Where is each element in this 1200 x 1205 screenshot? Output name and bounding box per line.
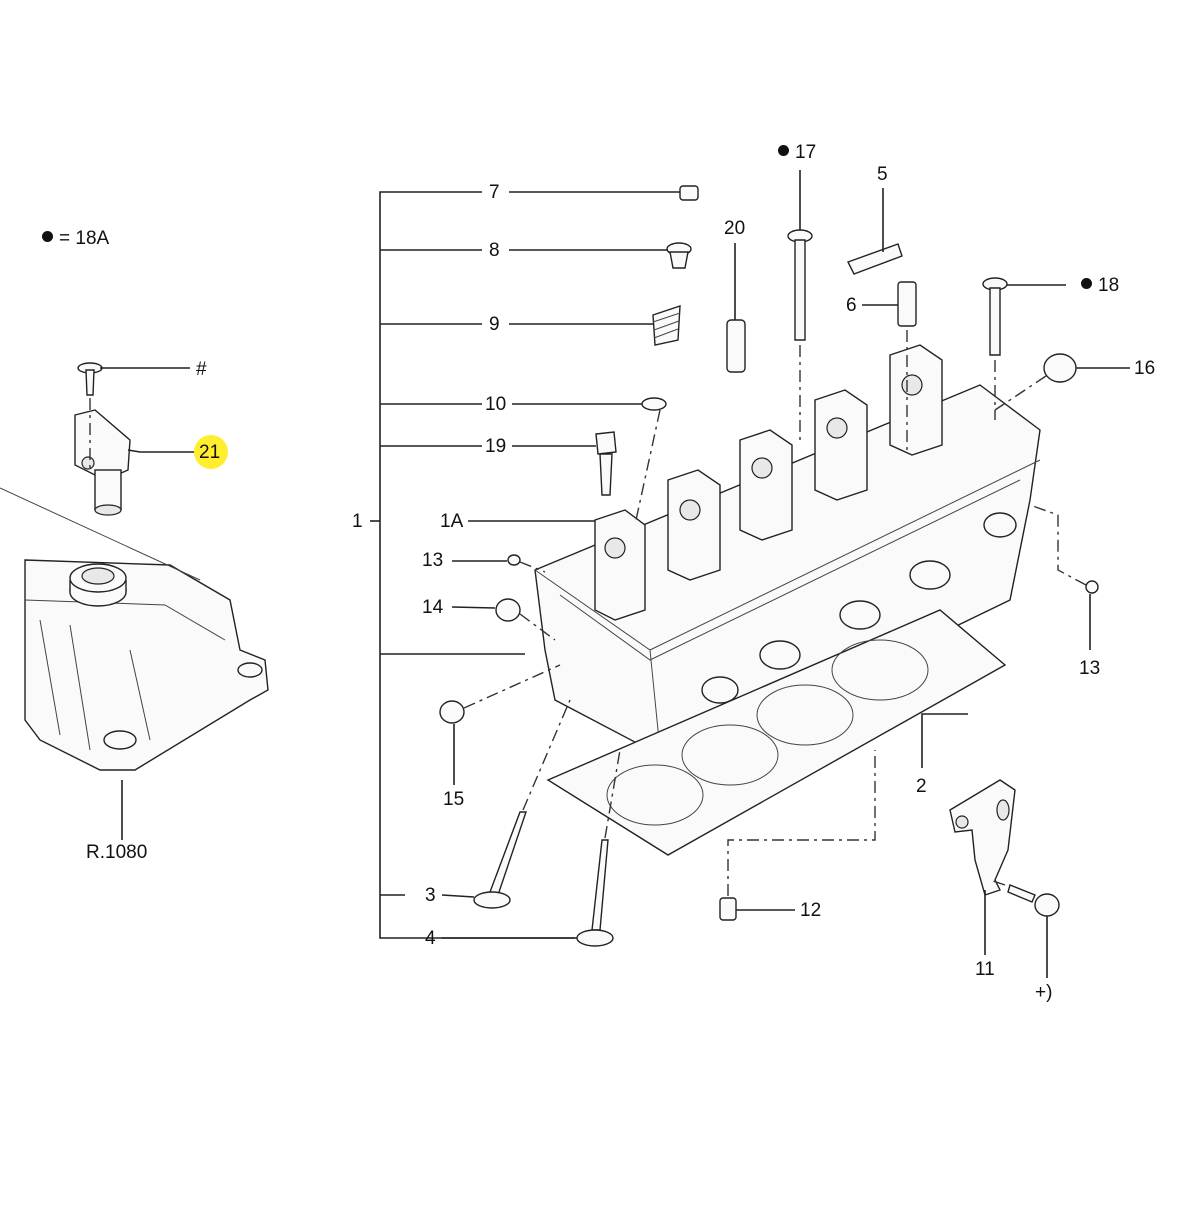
callout-10: 10 bbox=[485, 394, 507, 415]
guide-sleeve-20 bbox=[726, 319, 746, 373]
valve-3 bbox=[473, 699, 571, 909]
callout-3: 3 bbox=[425, 885, 436, 906]
callout-ref: R.1080 bbox=[86, 842, 148, 863]
valve-spring-retainer bbox=[666, 242, 692, 269]
seal-13-right bbox=[1029, 504, 1099, 594]
sealing-plug-16 bbox=[994, 353, 1077, 411]
valve-spring bbox=[652, 305, 681, 346]
valve-stem-seal bbox=[641, 397, 667, 411]
valve-keepers bbox=[679, 185, 699, 201]
head-bolt-17 bbox=[787, 229, 813, 440]
legend-text: = 18A bbox=[59, 228, 110, 249]
callout-8: 8 bbox=[489, 240, 500, 261]
rocker-arm bbox=[847, 243, 903, 275]
dot-icon bbox=[778, 145, 789, 156]
bolt-19 bbox=[595, 431, 617, 496]
assembly-bracket bbox=[370, 191, 575, 939]
callout-14: 14 bbox=[422, 597, 444, 618]
head-gasket bbox=[546, 609, 1007, 856]
callout-hash: # bbox=[196, 359, 207, 380]
head-ports bbox=[701, 512, 1017, 704]
callout-4: 4 bbox=[425, 928, 436, 949]
seal-15 bbox=[439, 664, 561, 724]
head-bolt-18 bbox=[982, 277, 1008, 420]
callout-11: 11 bbox=[975, 959, 995, 980]
callout-highlight bbox=[194, 435, 228, 469]
callout-21: 21 bbox=[199, 442, 221, 463]
callout-12: 12 bbox=[800, 900, 822, 921]
legend: = 18A bbox=[42, 229, 109, 248]
cam-bearing-towers bbox=[594, 344, 943, 621]
callout-13-left: 13 bbox=[422, 550, 444, 571]
dot-icon bbox=[1081, 278, 1092, 289]
callout-9: 9 bbox=[489, 314, 500, 335]
callout-6: 6 bbox=[846, 295, 857, 316]
seal-14 bbox=[495, 598, 556, 641]
callout-1a: 1A bbox=[440, 511, 464, 532]
callout-1: 1 bbox=[352, 511, 363, 532]
bracket-bolt bbox=[989, 879, 1060, 917]
callout-19: 19 bbox=[485, 436, 507, 457]
callout-7: 7 bbox=[489, 182, 500, 203]
sensor-screw bbox=[77, 362, 103, 470]
callout-plus: +) bbox=[1035, 982, 1053, 1003]
dot-icon bbox=[42, 231, 53, 242]
hydraulic-lifter bbox=[897, 281, 917, 450]
callout-5: 5 bbox=[877, 164, 888, 185]
seal-13-left bbox=[507, 554, 546, 573]
callout-18: 18 bbox=[1081, 276, 1119, 295]
callout-2: 2 bbox=[916, 776, 927, 797]
camshaft-sensor bbox=[74, 409, 131, 516]
callout-17: 17 bbox=[778, 143, 816, 162]
dowel-pin-12 bbox=[719, 750, 876, 921]
cylinder-head bbox=[534, 344, 1041, 756]
valve-cover bbox=[0, 487, 269, 771]
callout-20: 20 bbox=[724, 218, 746, 239]
callout-13-right: 13 bbox=[1079, 658, 1101, 679]
lifting-bracket bbox=[949, 779, 1016, 896]
callout-15: 15 bbox=[443, 789, 465, 810]
leader-lines bbox=[100, 170, 1130, 978]
callout-16: 16 bbox=[1134, 358, 1156, 379]
oil-filler-cap bbox=[69, 563, 127, 607]
